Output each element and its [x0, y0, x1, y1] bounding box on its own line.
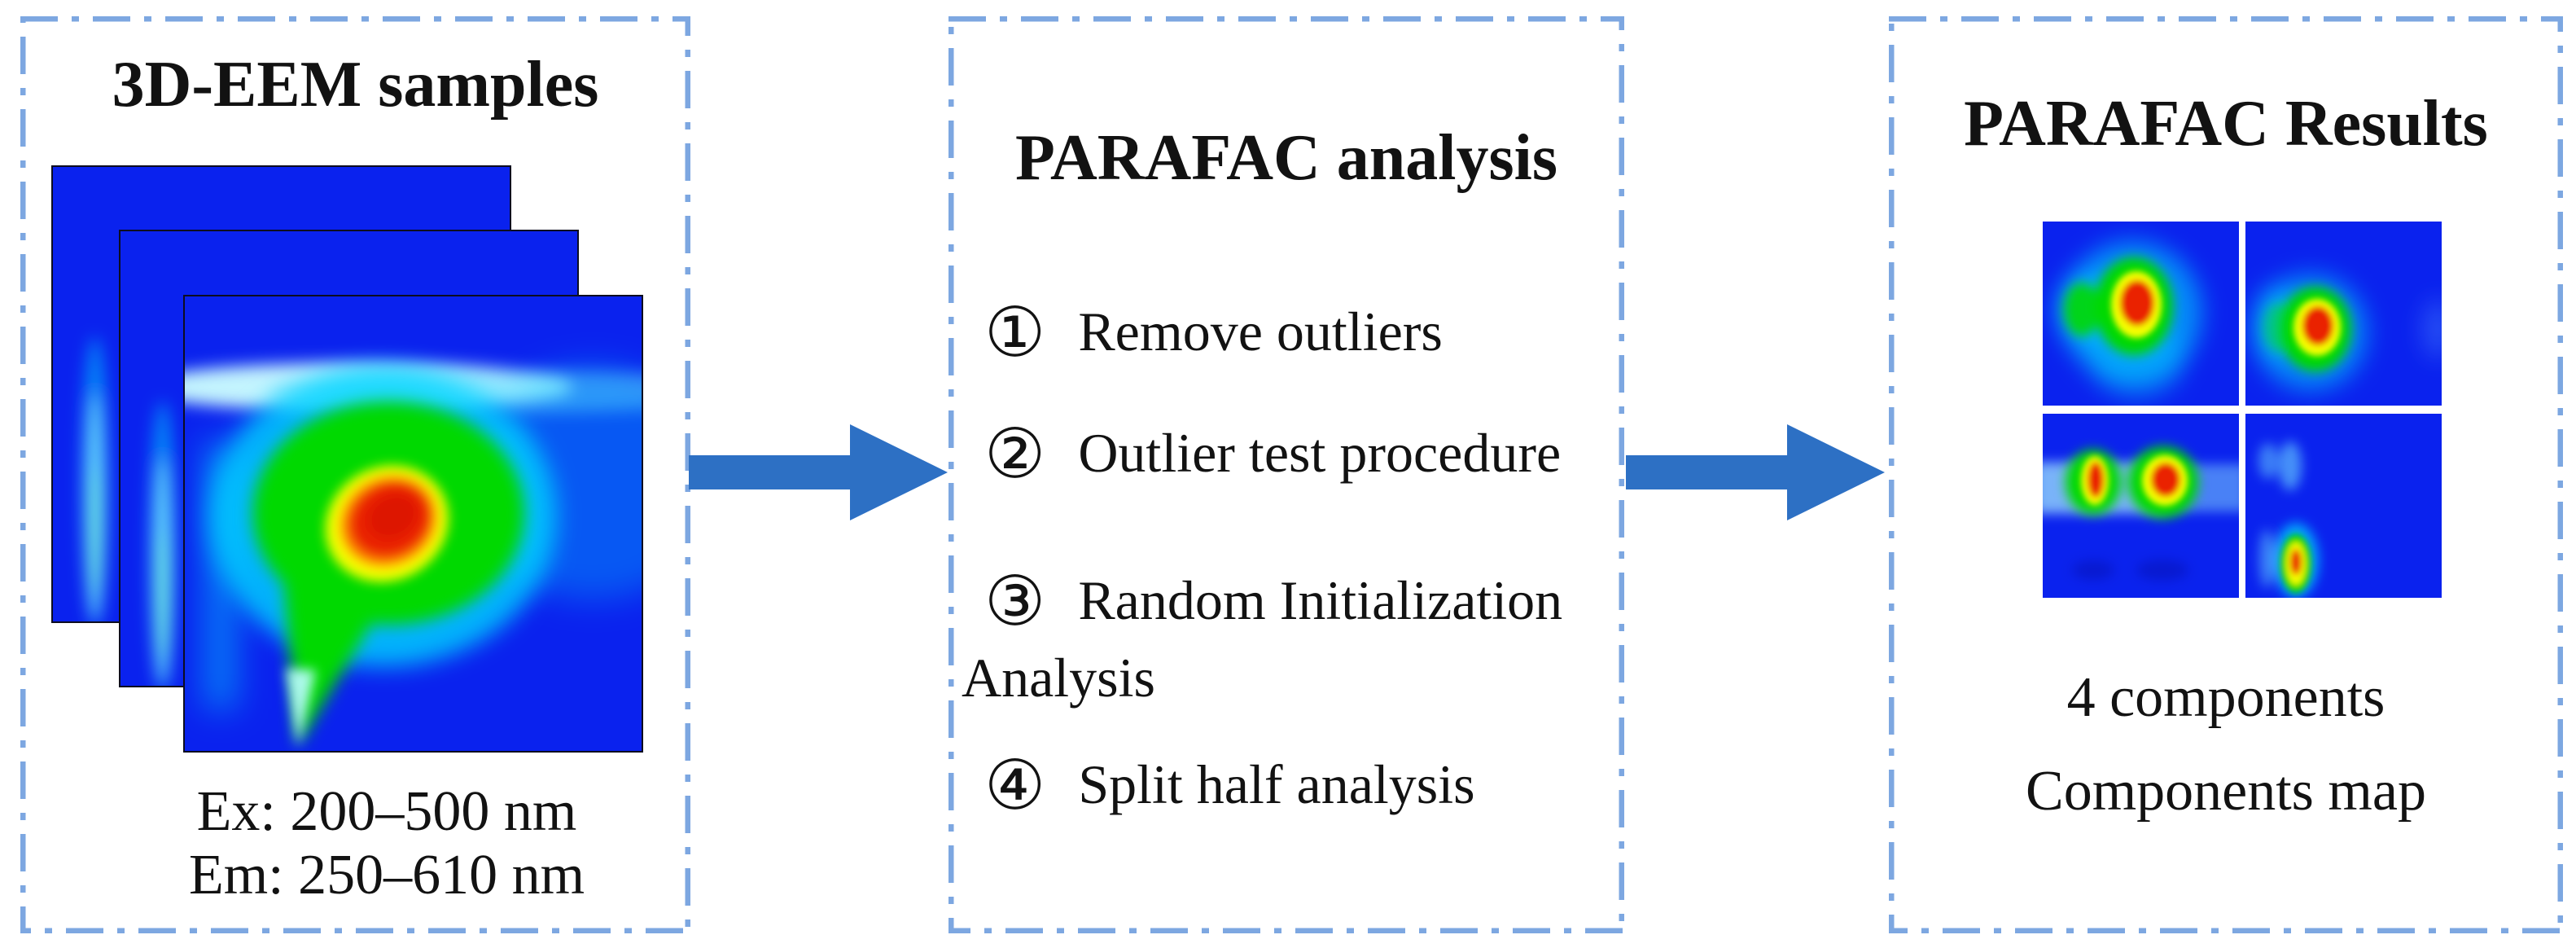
analysis-step-1: ① Remove outliers — [962, 293, 1623, 371]
analysis-step-4: ④ Split half analysis — [962, 746, 1623, 823]
caption-component-count: 4 components — [2066, 666, 2385, 729]
excitation-range-label: Ex: 200–500 nm — [196, 780, 577, 843]
panel-analysis-title: PARAFAC analysis — [1015, 122, 1557, 194]
panel-results-title: PARAFAC Results — [1964, 88, 2488, 160]
step-2-label: Outlier test procedure — [1078, 422, 1562, 484]
arrow-right-icon — [689, 424, 948, 520]
panel-analysis: PARAFAC analysis ① Remove outliers ② Outli… — [948, 16, 1624, 933]
step-1-label: Remove outliers — [1078, 301, 1443, 362]
analysis-step-3: ③ Random Initialization Analysis — [962, 562, 1623, 716]
component-map-1 — [2043, 222, 2239, 406]
analysis-step-2: ② Outlier test procedure — [962, 415, 1623, 492]
caption-components-map: Components map — [2026, 760, 2426, 823]
step-1-number-icon: ① — [984, 292, 1046, 372]
step-2-number-icon: ② — [984, 414, 1046, 494]
component-map-4 — [2245, 414, 2442, 598]
eem-heatmap-svg — [185, 296, 642, 751]
step-3-number-icon: ③ — [984, 561, 1046, 641]
arrow-right-icon — [1626, 424, 1885, 520]
component-map-3 — [2043, 414, 2239, 598]
panel-results: PARAFAC Results — [1889, 16, 2563, 933]
eem-map-front — [183, 295, 643, 753]
component-map-2 — [2245, 222, 2442, 406]
panel-samples: 3D-EEM samples — [20, 16, 690, 933]
flow-arrow-1 — [689, 411, 948, 533]
components-grid — [2043, 222, 2442, 598]
step-4-label: Split half analysis — [1078, 753, 1475, 815]
step-4-number-icon: ④ — [984, 745, 1046, 825]
emission-range-label: Em: 250–610 nm — [188, 844, 585, 906]
panel-samples-title: 3D-EEM samples — [112, 49, 599, 121]
flow-arrow-2 — [1626, 411, 1885, 533]
step-3-label: Random Initialization — [1078, 569, 1563, 631]
step-3-label-line2: Analysis — [962, 647, 1155, 709]
